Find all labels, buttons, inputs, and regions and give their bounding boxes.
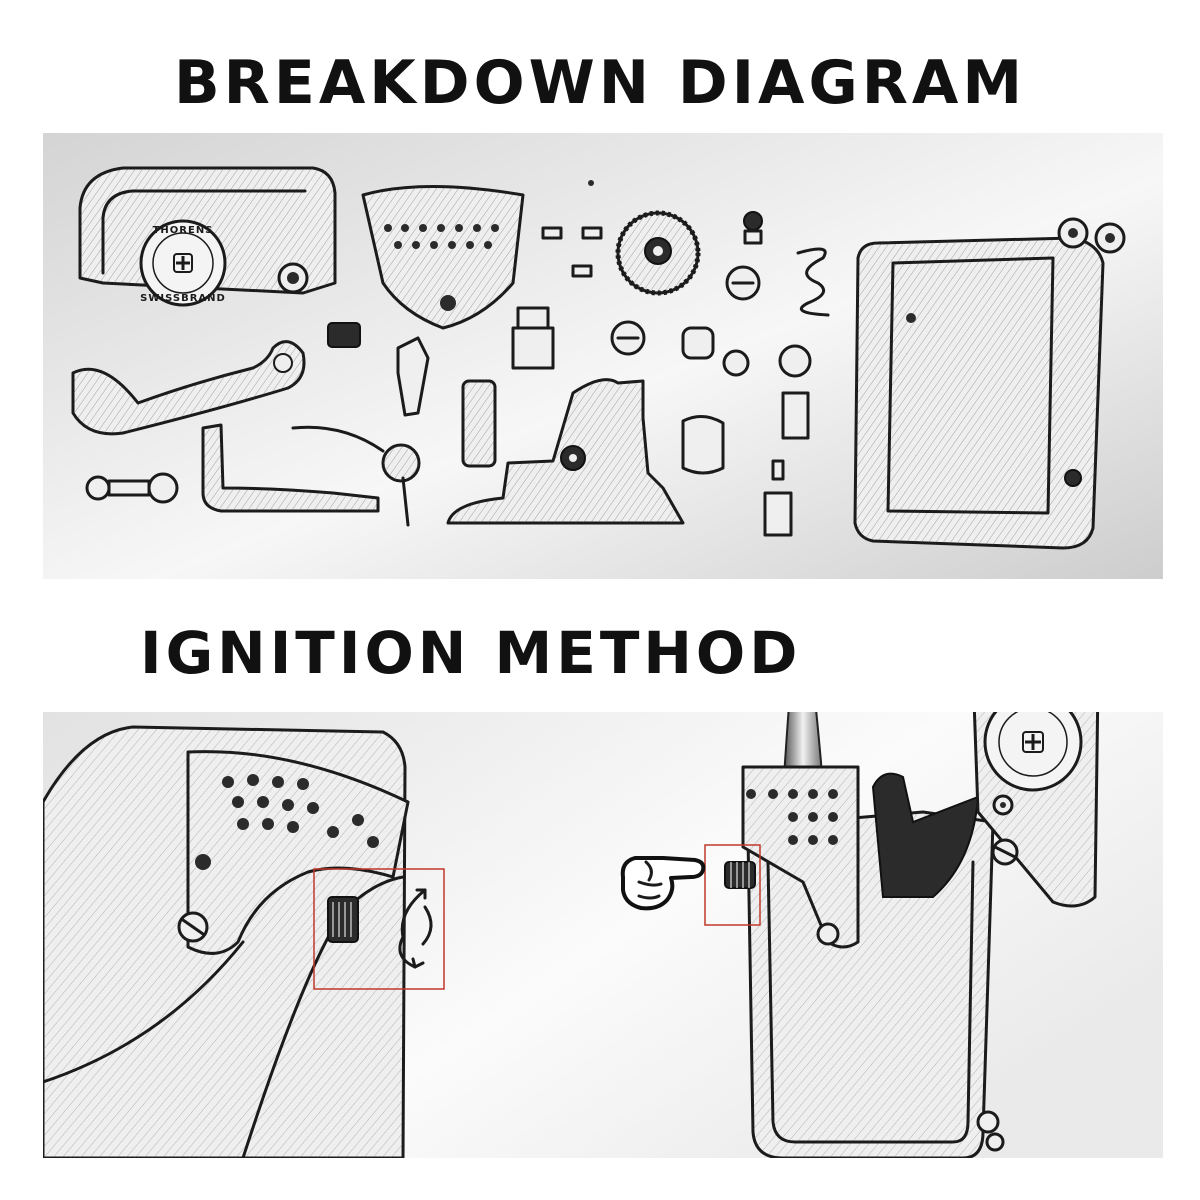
trigger-plate-part	[201, 423, 380, 513]
ignition-method-panel	[43, 712, 1163, 1158]
exploded-parts-illustration: THORENS SWISSBRAND	[43, 133, 1163, 579]
lighter-closeup	[43, 725, 410, 1158]
chimney-part	[361, 185, 525, 330]
lever-arm-part	[71, 340, 306, 436]
seal-brand-label: THORENS	[153, 225, 214, 236]
rotate-arrows-icon	[398, 888, 433, 969]
pointing-hand-icon	[620, 856, 706, 911]
thumbwheel-highlight-left	[313, 868, 445, 990]
thorens-seal-bottom	[983, 712, 1083, 792]
breakdown-diagram-panel: THORENS SWISSBRAND	[43, 133, 1163, 579]
screw-part	[85, 472, 179, 504]
seal-sub-label: SWISSBRAND	[140, 293, 226, 304]
breakdown-diagram-heading: BREAKDOWN DIAGRAM	[173, 48, 1027, 118]
thumbwheel-highlight-right	[704, 844, 761, 926]
flint-tube-parts	[461, 306, 812, 537]
thorens-seal-top: THORENS SWISSBRAND	[139, 219, 227, 307]
spring-part	[291, 425, 421, 527]
case-body-part	[853, 217, 1126, 550]
ignition-method-heading: IGNITION METHOD	[140, 619, 802, 687]
thumbwheel-full	[724, 861, 756, 889]
flint-wheel-part	[615, 210, 701, 296]
thumbwheel-closeup	[327, 896, 359, 943]
ignition-illustration	[43, 712, 1163, 1158]
chassis-part	[446, 378, 725, 525]
small-parts	[327, 180, 830, 417]
